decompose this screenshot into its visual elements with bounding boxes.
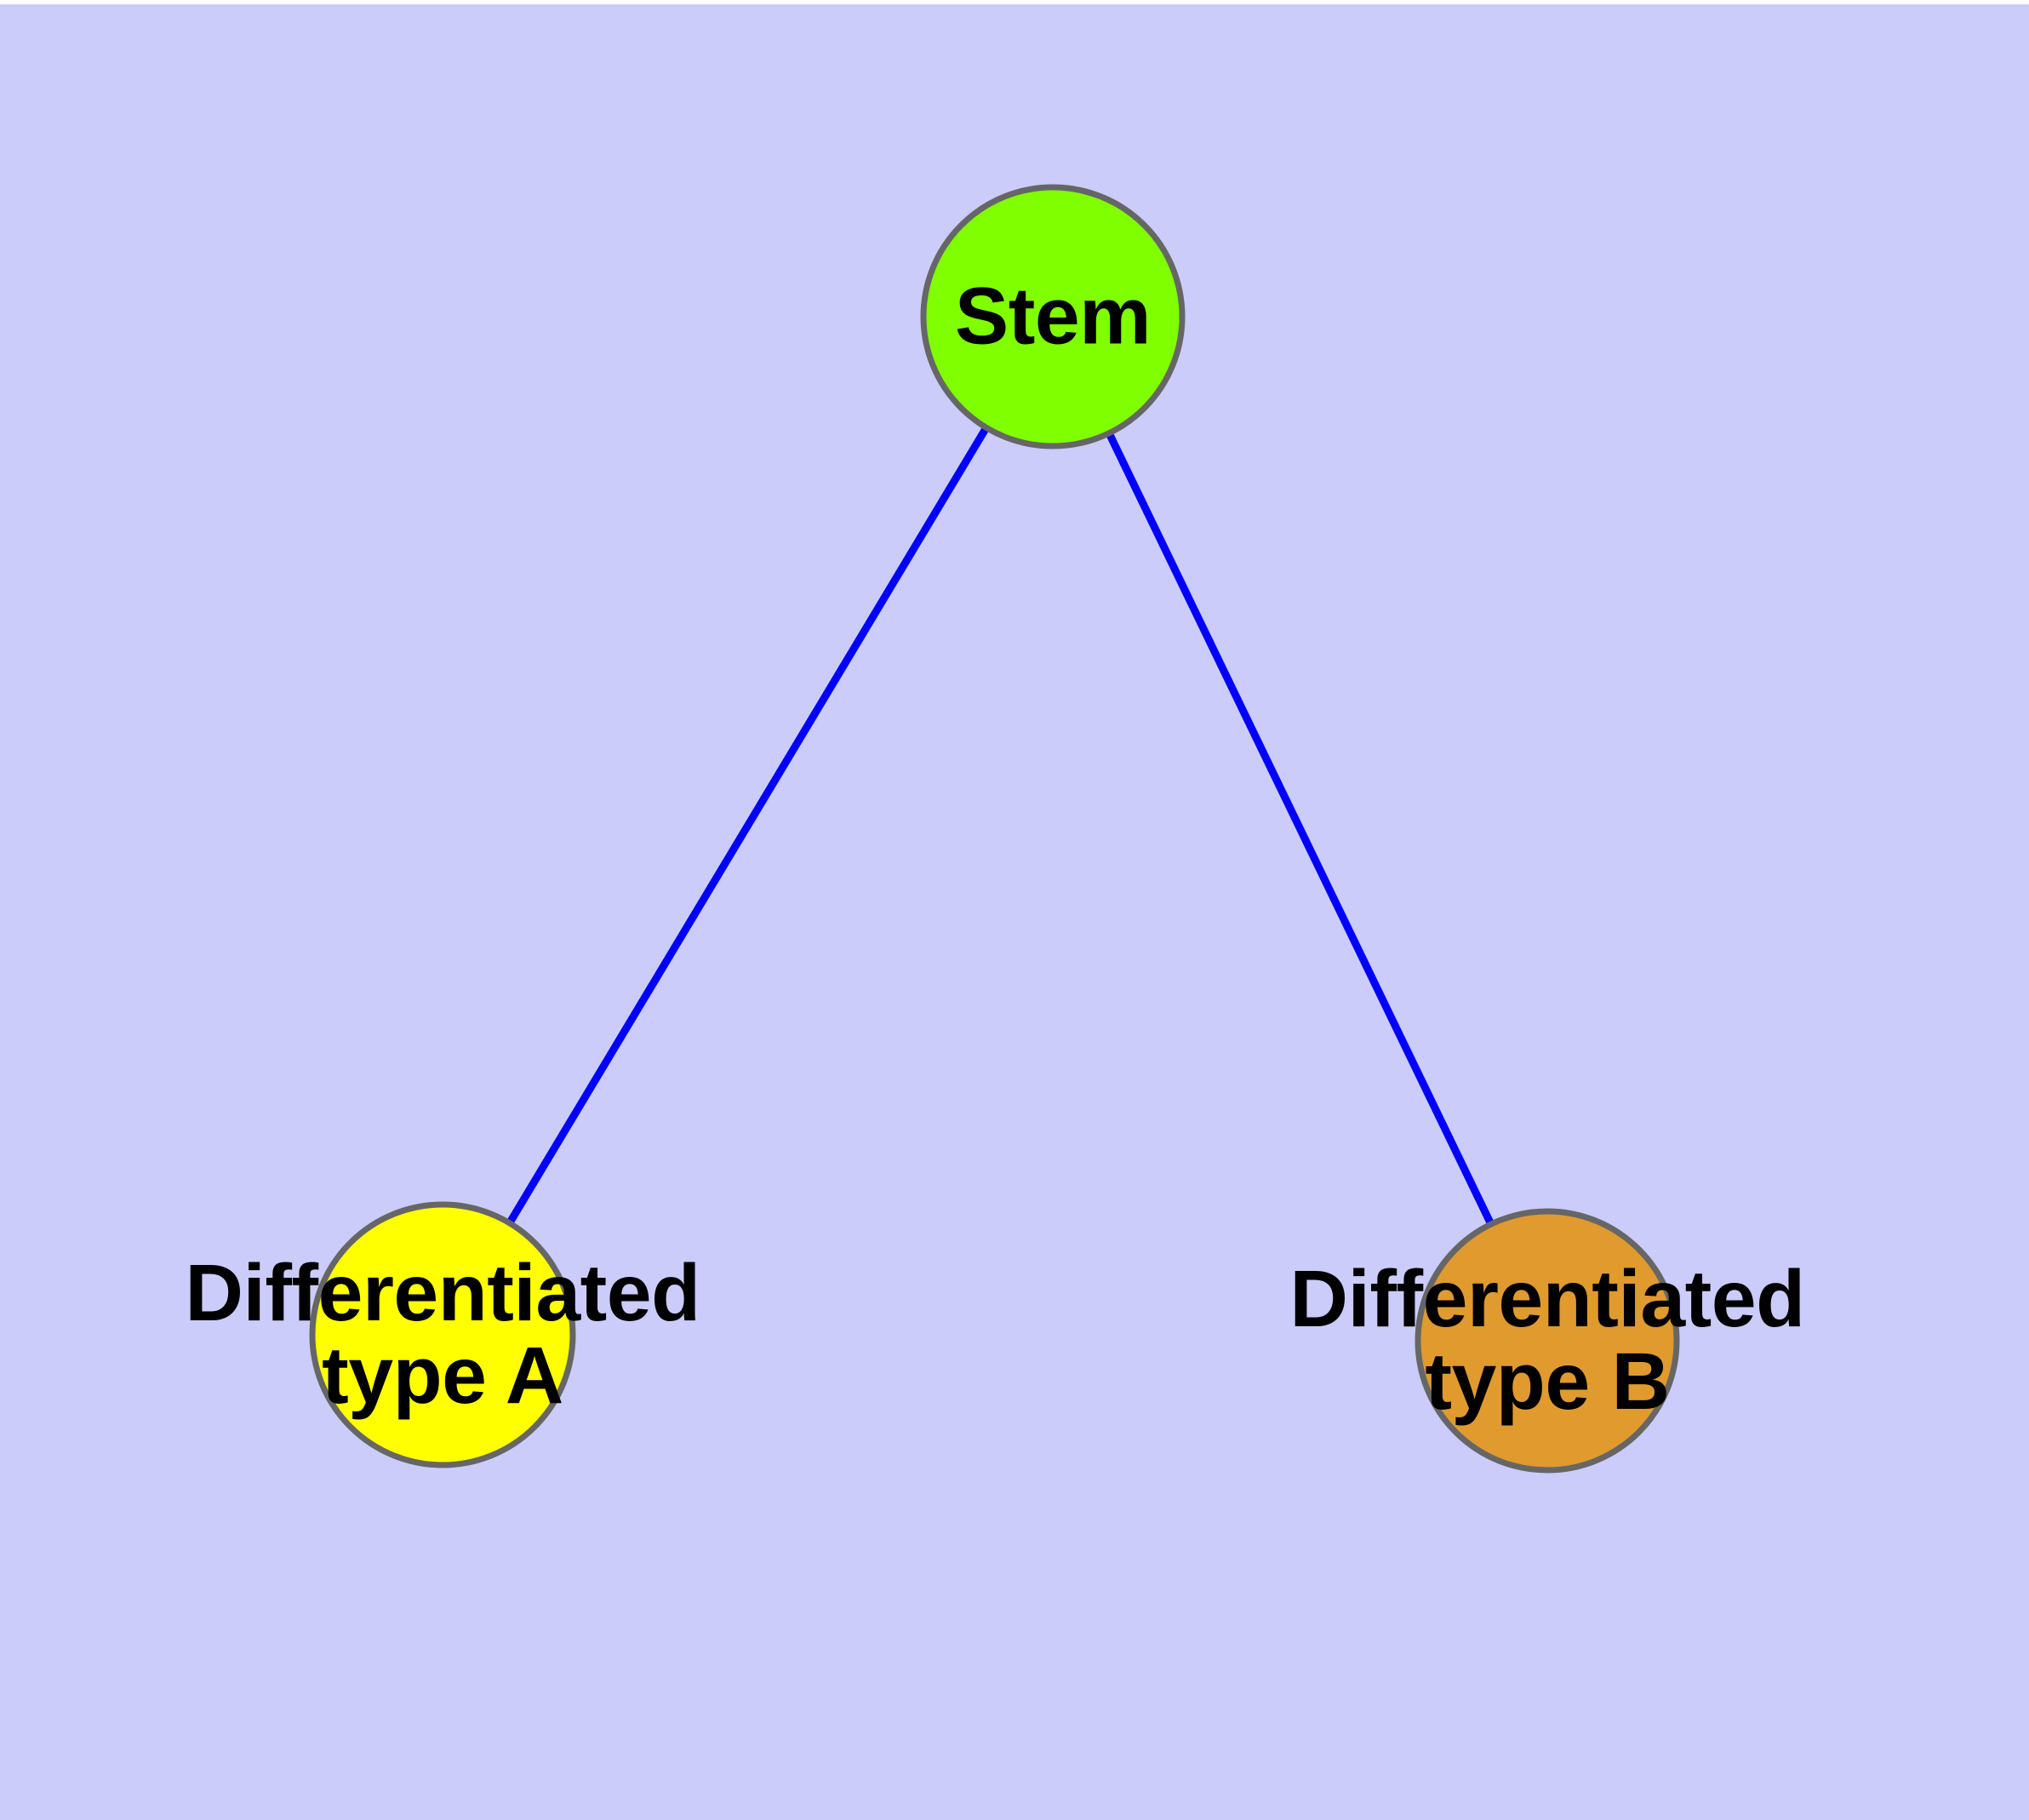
node-differentiated-type-b[interactable] bbox=[1415, 1208, 1680, 1474]
edge-stem-to-diff-b[interactable] bbox=[1106, 431, 1495, 1227]
node-differentiated-type-a[interactable] bbox=[309, 1201, 576, 1468]
node-layer bbox=[309, 184, 1680, 1474]
edge-stem-to-diff-a[interactable] bbox=[506, 426, 990, 1226]
edge-layer bbox=[506, 426, 1495, 1227]
node-stem[interactable] bbox=[920, 184, 1186, 449]
